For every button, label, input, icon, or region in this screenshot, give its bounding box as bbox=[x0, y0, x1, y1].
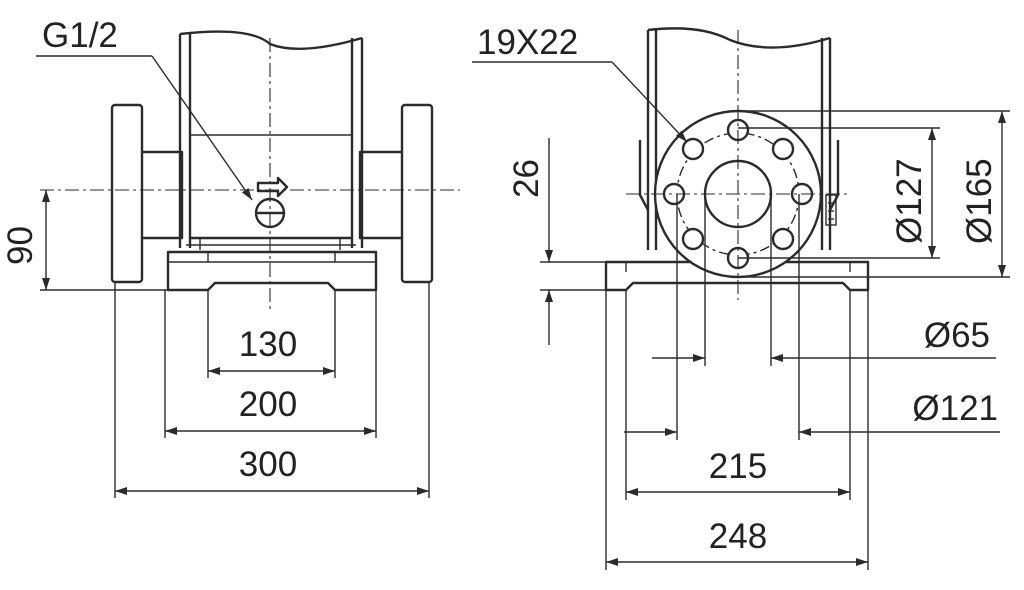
dim-130: 130 bbox=[239, 325, 297, 364]
right-nozzle bbox=[358, 150, 402, 240]
dim-65: Ø65 bbox=[924, 316, 990, 355]
right-flange bbox=[400, 103, 434, 284]
thread-label: G1/2 bbox=[42, 16, 118, 55]
dim-121: Ø121 bbox=[912, 389, 998, 428]
dim-200: 200 bbox=[239, 385, 297, 424]
pump-body-side bbox=[638, 27, 840, 250]
dim-26: 26 bbox=[507, 159, 546, 198]
right-view: 19X22 26 Ø127 Ø165 Ø65 Ø121 215 248 bbox=[472, 23, 1010, 570]
bolt-label: 19X22 bbox=[477, 23, 578, 62]
dim-127: Ø127 bbox=[890, 158, 929, 244]
left-flange bbox=[110, 103, 144, 284]
dim-300: 300 bbox=[239, 445, 297, 484]
dim-90: 90 bbox=[1, 226, 40, 265]
left-nozzle bbox=[142, 150, 184, 240]
dim-215: 215 bbox=[709, 447, 767, 486]
left-base bbox=[166, 250, 378, 292]
left-view: G1/2 90 130 200 300 bbox=[1, 16, 460, 498]
dim-165: Ø165 bbox=[960, 158, 999, 244]
dim-248: 248 bbox=[709, 517, 767, 556]
drain-plug bbox=[254, 176, 289, 229]
